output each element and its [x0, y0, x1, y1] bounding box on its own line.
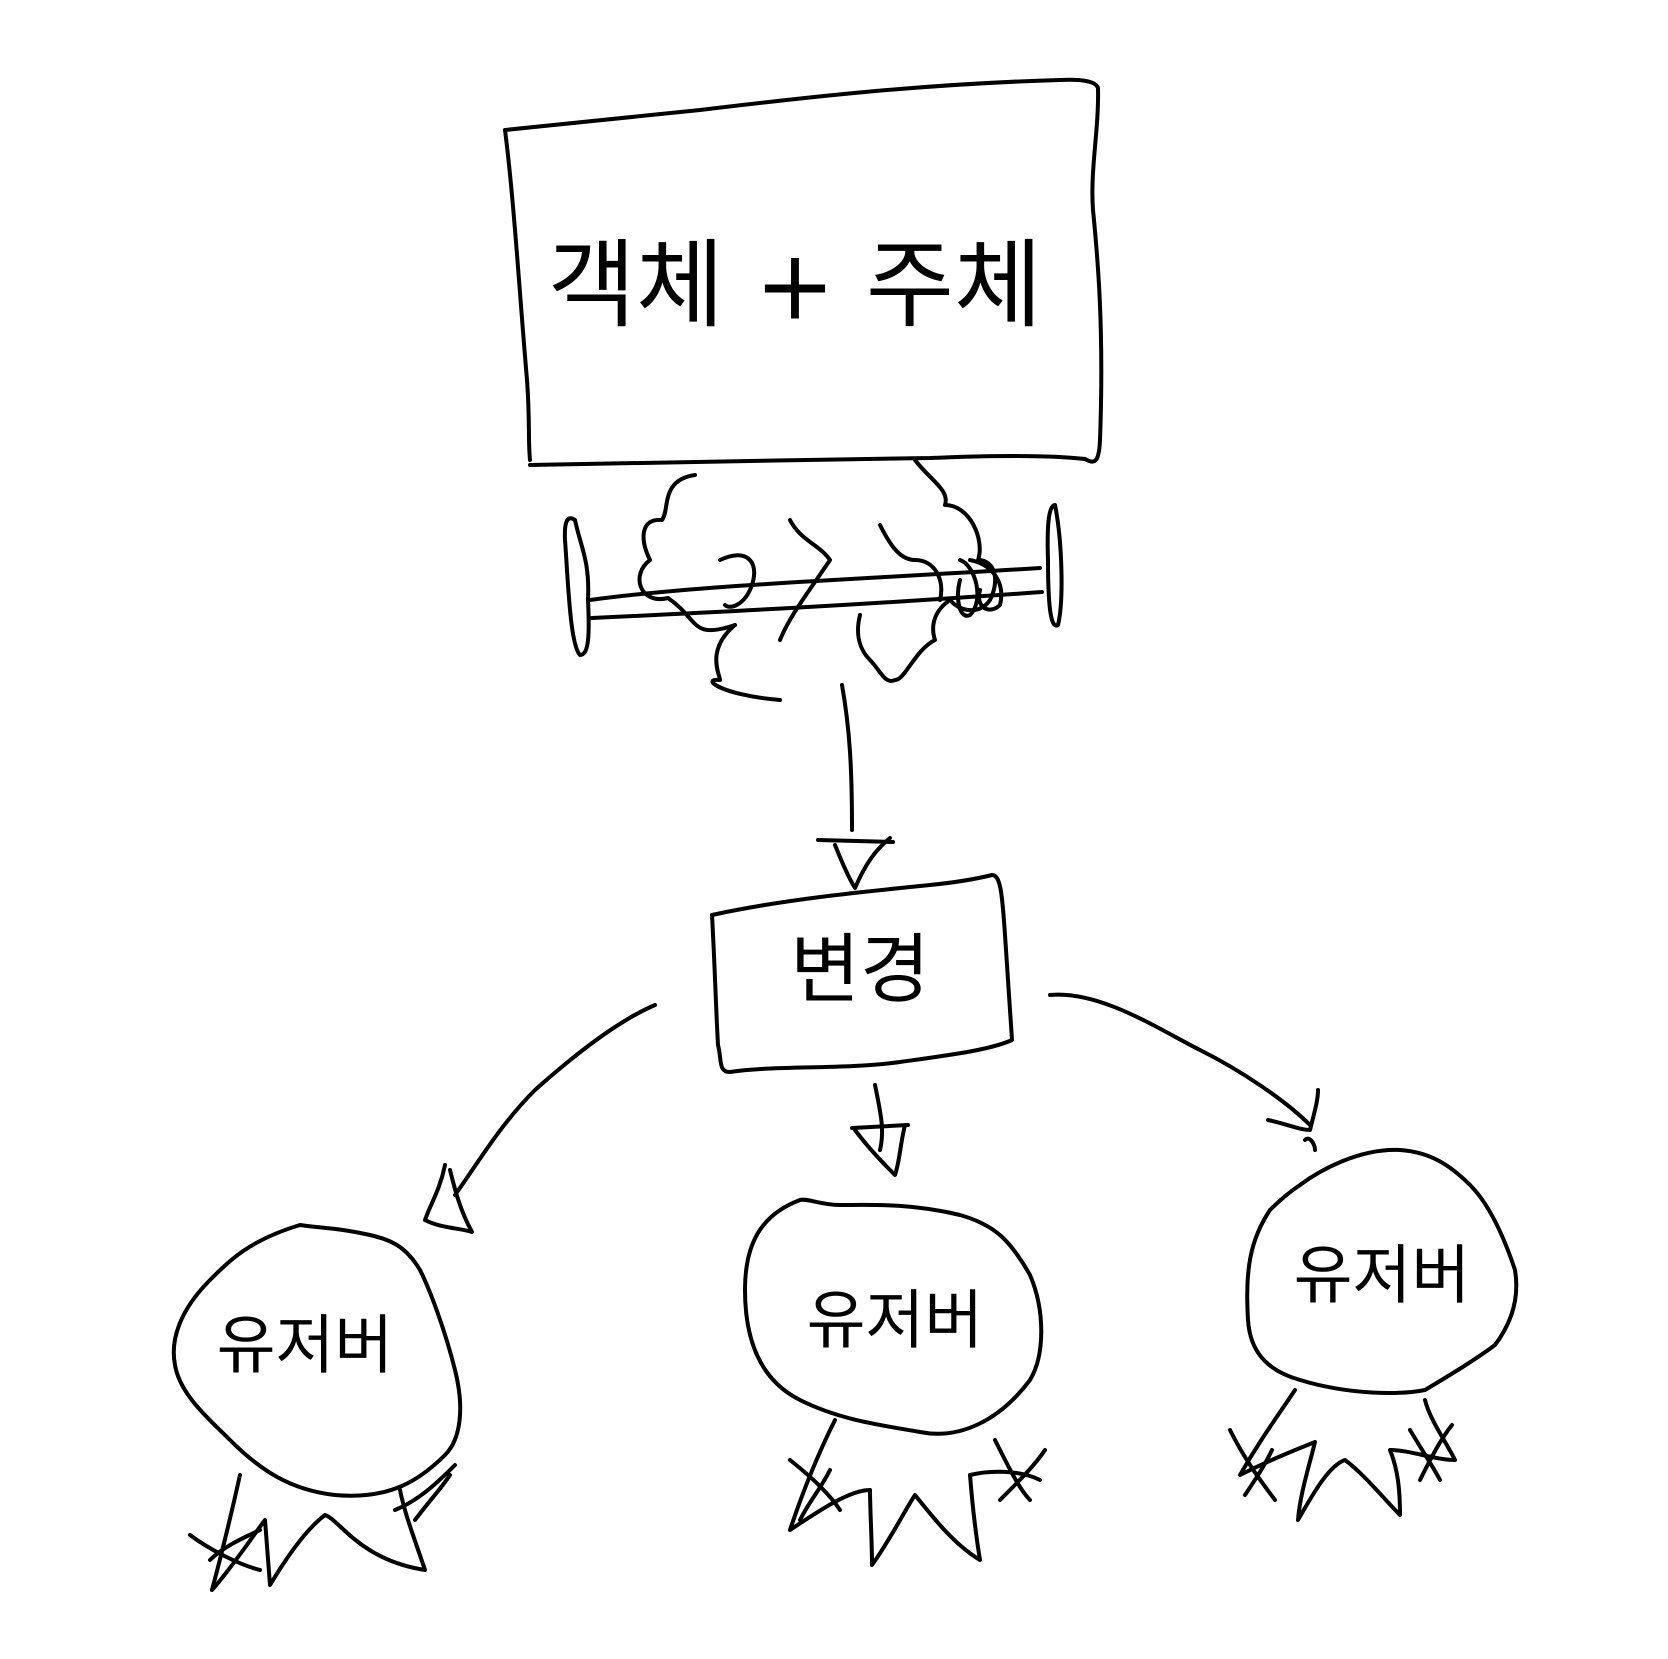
change-box-label: 변경 — [790, 925, 930, 1014]
user-node-outline — [743, 1197, 1044, 1436]
change-box-outline — [710, 873, 1014, 1074]
ribbon-tail-icon — [1238, 1388, 1457, 1522]
arrow-head-icon — [816, 836, 895, 890]
user-node-3: 유저버 — [1228, 1147, 1519, 1522]
user-node-1: 유저버 — [171, 1223, 463, 1592]
user-node-outline — [1245, 1147, 1519, 1395]
arrow-head-icon — [850, 1123, 910, 1177]
subject-object-box-label: 객체 + 주체 — [548, 229, 1043, 341]
ribbon-tail-icon — [210, 1473, 427, 1592]
user-node-label: 유저버 — [807, 1285, 984, 1359]
arrow-head-icon — [1266, 1088, 1320, 1152]
arrow-change-to-user-right — [1048, 992, 1320, 1152]
ribbon-tail-icon — [788, 1418, 1042, 1567]
user-node-outline — [171, 1223, 463, 1498]
scribbled-cloud-icon — [562, 458, 1064, 702]
change-box: 변경 — [710, 873, 1014, 1074]
user-node-2: 유저버 — [743, 1197, 1047, 1567]
arrow-top-to-change — [816, 683, 895, 890]
subject-object-box: 객체 + 주체 — [503, 77, 1104, 467]
user-node-label: 유저버 — [1294, 1240, 1471, 1314]
arrow-change-to-user-middle — [850, 1083, 910, 1177]
arrow-change-to-user-left — [423, 1003, 657, 1234]
subject-object-box-outline — [503, 77, 1104, 467]
arrow-head-icon — [423, 1163, 474, 1234]
user-node-label: 유저버 — [217, 1310, 394, 1384]
